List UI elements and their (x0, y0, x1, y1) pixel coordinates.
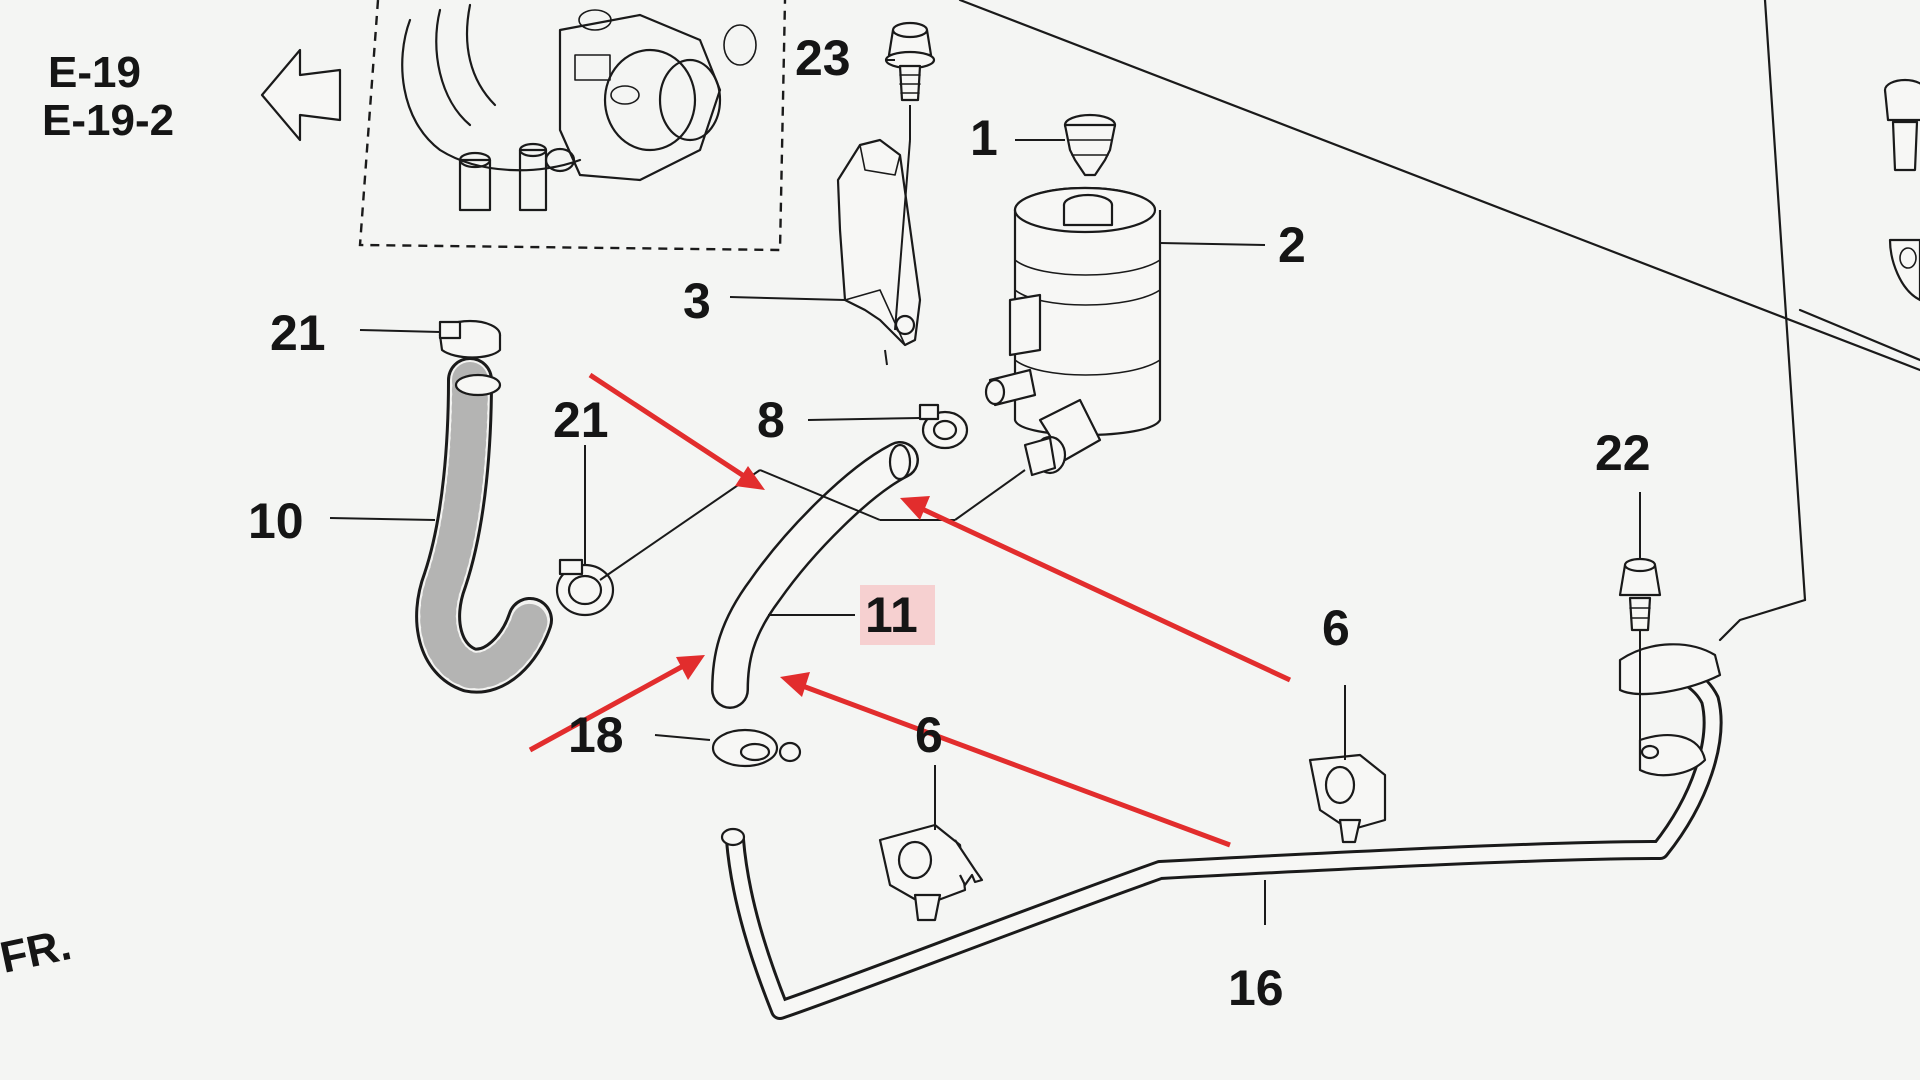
reservoir-cap-1 (1063, 113, 1117, 177)
callout-1: 1 (970, 110, 998, 166)
callout-18: 18 (568, 707, 624, 763)
arrowhead-lower-right (780, 672, 810, 697)
clamp-21-top (438, 319, 502, 359)
power-steering-pump (358, 0, 787, 252)
arrowhead-right (900, 496, 930, 520)
bolt-23 (884, 21, 936, 140)
arrow-lower-left (528, 662, 687, 753)
callout-21-lower: 21 (553, 392, 609, 448)
clamp-8 (918, 403, 969, 450)
reference-arrow-icon (260, 48, 342, 142)
clamp-21-lower (555, 445, 615, 617)
leader-lines (329, 59, 1641, 925)
hose-10 (415, 357, 553, 694)
callout-numbers: 23 1 2 3 21 21 8 10 11 22 6 6 18 16 (248, 30, 1651, 1016)
hose-11 (711, 441, 919, 709)
arrowhead-lower-left (676, 655, 705, 680)
bolt-22 (1618, 557, 1662, 745)
clamp-6-right (1308, 753, 1387, 844)
callout-23: 23 (795, 30, 851, 86)
pipe-16 (720, 643, 1723, 1020)
reservoir-2 (984, 186, 1162, 477)
callout-11: 11 (865, 587, 918, 643)
annotation-arrows (528, 372, 1292, 848)
callout-8: 8 (757, 392, 785, 448)
reference-e19: E-19 (48, 48, 141, 97)
callout-2: 2 (1278, 217, 1306, 273)
clamp-6-lower (878, 823, 984, 922)
callout-10: 10 (248, 493, 304, 549)
callout-6-right: 6 (1322, 600, 1350, 656)
callout-6-lower: 6 (915, 707, 943, 763)
arrow-lower-right (799, 682, 1231, 848)
callout-16: 16 (1228, 960, 1284, 1016)
arrow-top-left (588, 372, 752, 483)
front-label: FR. (0, 920, 75, 983)
partial-parts-right (1883, 78, 1920, 302)
arrow-right (918, 505, 1292, 683)
arrowhead-top-left (735, 466, 765, 490)
frame-lines (958, 0, 1920, 642)
callout-21-top: 21 (270, 305, 326, 361)
callout-22: 22 (1595, 425, 1651, 481)
part-11-highlight (860, 585, 935, 645)
bracket-3 (836, 138, 922, 366)
callout-3: 3 (683, 273, 711, 329)
clamp-18 (711, 728, 802, 768)
reference-e19-2: E-19-2 (42, 96, 174, 145)
